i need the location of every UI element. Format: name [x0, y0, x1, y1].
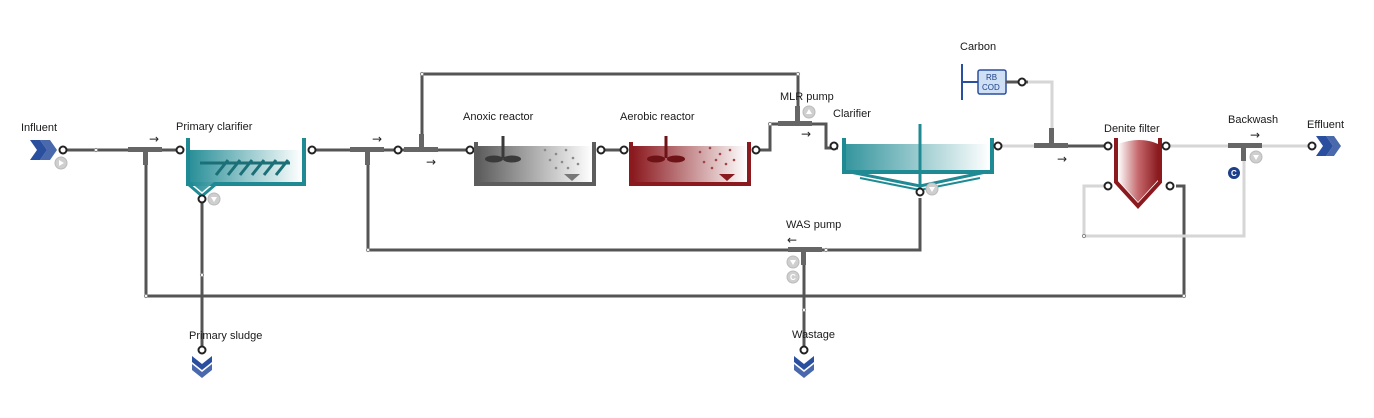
clarifier-label: Clarifier [833, 108, 871, 120]
carbon-tank-line1: RB [986, 73, 997, 82]
was-pump-label: WAS pump [786, 219, 841, 231]
primary-clarifier-label: Primary clarifier [176, 121, 253, 133]
carbon-dosing[interactable]: RB COD Carbon [960, 41, 1027, 100]
flow-arrow-backwash: → [1250, 128, 1260, 142]
controller-icon[interactable] [786, 270, 800, 284]
pipe-ras-return[interactable] [804, 198, 922, 252]
was-pump[interactable]: C ← WAS pump [786, 219, 841, 284]
mixer-ras[interactable]: → [350, 132, 384, 165]
influent-label: Influent [21, 122, 57, 134]
flow-arrow-carbon: → [1057, 152, 1067, 166]
mixer-mlr[interactable]: → [393, 134, 439, 169]
mlr-pump-label: MLR pump [780, 91, 834, 103]
pipe-carbon-light[interactable] [1028, 80, 1054, 146]
flow-arrow-splitter: → [149, 132, 159, 146]
flow-arrow-mixer: → [372, 132, 382, 146]
denite-filter[interactable]: Denite filter [1103, 123, 1175, 209]
flow-arrow-was: ← [787, 233, 797, 247]
backwash-label: Backwash [1228, 114, 1278, 126]
carbon-label: Carbon [960, 41, 996, 53]
controller-badge-alt: C [790, 273, 796, 282]
aerobic-reactor-label: Aerobic reactor [620, 111, 695, 123]
effluent-label: Effluent [1307, 119, 1344, 131]
aerobic-reactor[interactable]: Aerobic reactor [619, 111, 761, 186]
controller-icon[interactable] [1228, 167, 1240, 179]
wastage-chevron-icon [794, 356, 814, 370]
effluent-chevron-icon [1316, 136, 1333, 156]
secondary-clarifier[interactable]: Clarifier [829, 108, 1003, 197]
primary-sludge-chevron-icon [192, 356, 212, 370]
controller-badge: C [1231, 169, 1237, 178]
carbon-tank-line2: COD [982, 83, 1000, 92]
primary-sludge-label: Primary sludge [189, 330, 262, 342]
flow-arrow-mixer-out: → [426, 155, 436, 169]
primary-clarifier-tank [186, 138, 306, 186]
wastage-outlet[interactable]: Wastage [792, 329, 835, 378]
flow-arrow-mlr: → [801, 127, 811, 141]
effluent-node[interactable]: Effluent [1307, 119, 1344, 156]
splitter-influent[interactable]: → [128, 132, 162, 165]
anoxic-reactor[interactable]: Anoxic reactor [463, 111, 606, 186]
wastage-label: Wastage [792, 329, 835, 341]
pipe-backwash-return[interactable] [1082, 146, 1246, 238]
pipe-markers [93, 71, 1187, 313]
pipe-mlr-recycle[interactable] [420, 72, 800, 138]
influent-port-icon[interactable] [58, 145, 68, 155]
influent-node[interactable]: Influent [21, 122, 68, 170]
primary-clarifier[interactable]: Primary clarifier [175, 121, 317, 206]
influent-chevron-icon [30, 140, 47, 160]
pipe-aerobic-to-mlr[interactable] [758, 122, 798, 152]
mlr-pump[interactable]: → MLR pump [778, 91, 834, 141]
mixer-carbon[interactable]: → [1034, 128, 1068, 166]
denite-filter-label: Denite filter [1104, 123, 1160, 135]
backwash-splitter[interactable]: C → Backwash [1228, 114, 1278, 179]
primary-sludge-outlet[interactable]: Primary sludge [189, 330, 262, 378]
anoxic-reactor-label: Anoxic reactor [463, 111, 534, 123]
